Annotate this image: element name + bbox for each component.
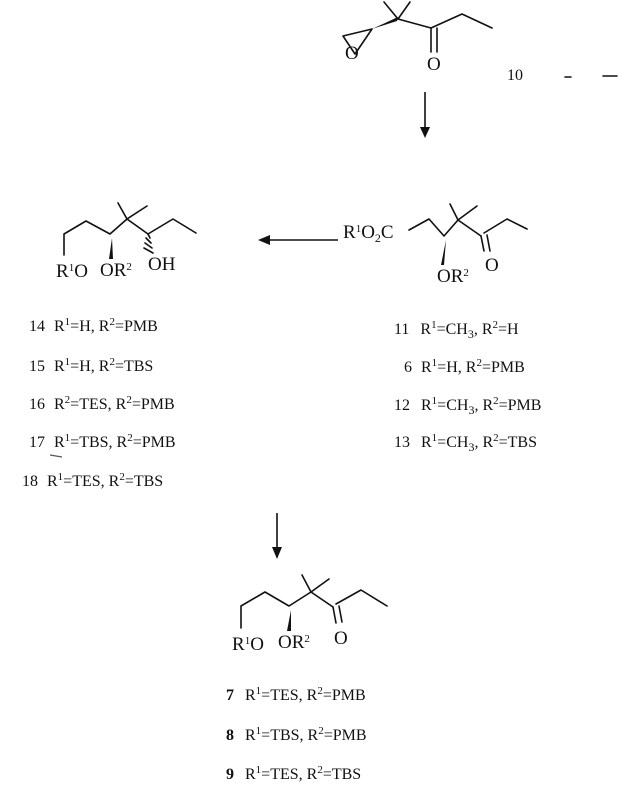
diol-r1o-label: R1O	[56, 261, 88, 282]
wavy-bond	[143, 233, 154, 254]
methyl-bond	[383, 1, 399, 20]
ethyl-chain	[483, 218, 528, 234]
structure-ketone	[240, 574, 388, 631]
methyl-bond	[449, 203, 459, 221]
methyl-bond	[310, 578, 330, 593]
arrowhead-left	[258, 235, 270, 245]
methyl-bond	[301, 574, 312, 593]
arrowhead-down-1	[420, 127, 430, 138]
diol-or2-label: OR2	[100, 260, 132, 281]
carbonyl-bond	[338, 605, 343, 623]
diol-oh-label: OH	[148, 254, 176, 275]
ester-label: R1O2C	[343, 222, 394, 245]
wedge-bond	[287, 610, 291, 631]
wedge-bond	[372, 17, 398, 29]
chain-bond	[240, 591, 312, 629]
chain-bond	[63, 218, 128, 256]
ketone-oxygen: O	[334, 628, 348, 649]
epoxide-oxygen: O	[345, 43, 359, 64]
carbonyl-bond	[486, 234, 491, 252]
scan-artifact	[49, 454, 63, 458]
chain-bond	[408, 218, 459, 237]
methyl-bond	[457, 205, 478, 221]
methyl-bond	[117, 202, 128, 220]
ketone-or2-label: OR2	[278, 632, 310, 653]
ester-ketone-oxygen: O	[485, 255, 499, 276]
structure-ester	[408, 203, 528, 265]
wedge-bond	[441, 240, 446, 265]
epoxide-ring	[342, 28, 373, 55]
methyl-bond	[126, 205, 148, 220]
bond	[397, 18, 432, 29]
ethyl-chain	[430, 13, 493, 29]
carbonyl-bond	[332, 606, 337, 624]
structure-compound-10	[342, 1, 493, 55]
ethyl-chain	[335, 589, 388, 607]
arrowhead-down-2	[272, 547, 282, 559]
methyl-bond	[397, 1, 411, 20]
structure-diol	[63, 202, 197, 259]
ketone-oxygen-10: O	[427, 54, 441, 75]
ethyl-chain	[147, 218, 197, 235]
compound-number-10: 10	[507, 67, 523, 84]
bond	[457, 219, 482, 237]
bond	[126, 218, 149, 235]
wedge-bond	[109, 238, 113, 259]
carbonyl-bond	[480, 235, 485, 252]
ketone-r1o-label: R1O	[232, 634, 264, 655]
ester-or2-label: OR2	[437, 266, 469, 287]
bond	[310, 591, 334, 608]
